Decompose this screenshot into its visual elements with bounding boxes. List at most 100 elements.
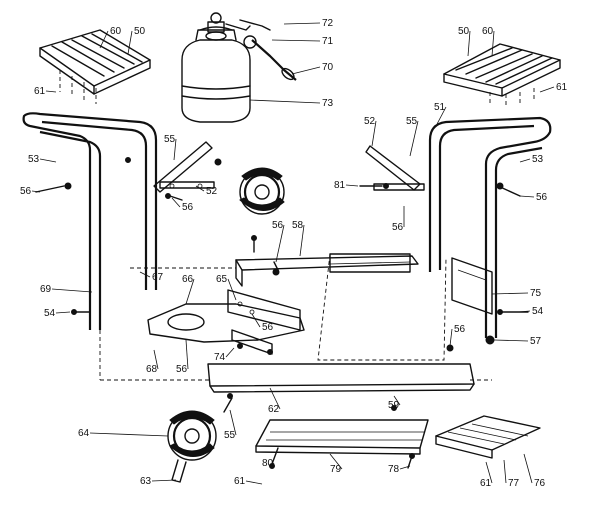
callout-57: 57 [530, 336, 542, 347]
callout-leader-56-lower-right [449, 328, 453, 347]
left-side-shelf [39, 29, 151, 104]
callout-56-right-edge: 56 [536, 192, 548, 203]
callout-leader-62 [269, 387, 281, 410]
callout-55-lower: 55 [224, 430, 236, 441]
callout-60-right: 60 [482, 26, 494, 37]
callout-55-right: 55 [406, 116, 418, 127]
callout-leader-80 [271, 462, 275, 467]
callout-56-center: 56 [272, 220, 284, 231]
callout-65: 65 [216, 274, 228, 285]
callout-50-right: 50 [458, 26, 470, 37]
callout-leader-56-right-edge [519, 195, 535, 198]
callout-leader-50-left [127, 30, 133, 55]
callout-54-right: 54 [532, 306, 544, 317]
callout-leader-61-bottom-right [485, 461, 493, 484]
callout-leader-55-lower [229, 409, 237, 436]
callout-61-bottom-right: 61 [480, 478, 492, 489]
callout-52-left: 52 [206, 186, 218, 197]
callout-leader-63 [151, 479, 177, 482]
callout-leader-70 [291, 66, 321, 75]
callout-leader-56-lower [185, 339, 189, 370]
callout-leader-56-bracket [251, 313, 261, 328]
side-grate-76 [435, 415, 541, 459]
callout-53-right: 53 [532, 154, 544, 165]
callout-leader-74 [225, 347, 235, 358]
callout-leader-60-left [99, 30, 109, 49]
callout-leader-51 [435, 106, 447, 127]
callout-leader-76 [523, 453, 533, 484]
callout-leader-71 [271, 39, 321, 42]
callout-56-upper: 56 [182, 202, 194, 213]
callout-leader-64 [89, 432, 169, 437]
callout-leader-50-right [467, 30, 471, 57]
tank-bracket [147, 289, 305, 355]
side-bracket-75 [451, 257, 493, 315]
callout-leader-69 [51, 288, 93, 293]
bottom-shelf-62 [207, 363, 475, 393]
callout-61-right: 61 [556, 82, 568, 93]
callout-51: 51 [434, 102, 446, 113]
callout-leader-59 [393, 395, 401, 406]
left-cart-frame [22, 112, 158, 380]
callout-leader-77 [503, 459, 507, 484]
callout-56-left: 56 [20, 186, 32, 197]
callout-leader-60-right [491, 30, 495, 57]
callout-60-left: 60 [110, 26, 122, 37]
callout-leader-73 [249, 99, 321, 104]
callout-81: 81 [334, 180, 346, 191]
propane-tank [181, 26, 251, 123]
callout-54-left: 54 [44, 308, 56, 319]
callout-leader-53-left [39, 158, 57, 163]
callout-50-left: 50 [134, 26, 146, 37]
callout-leader-57 [493, 339, 529, 342]
callout-64: 64 [78, 428, 90, 439]
callout-58: 58 [292, 220, 304, 231]
callout-75: 75 [530, 288, 542, 299]
callout-56-lower: 56 [176, 364, 188, 375]
callout-78: 78 [388, 464, 400, 475]
callout-74: 74 [214, 352, 226, 363]
callout-61-bottom: 61 [234, 476, 246, 487]
callout-leader-55-left [173, 138, 177, 161]
callout-leader-81 [345, 184, 359, 187]
callout-leader-56-left [31, 190, 41, 193]
callout-leader-54-right [517, 310, 531, 313]
callout-71: 71 [322, 36, 334, 47]
callout-leader-52-right [371, 120, 377, 147]
callout-leader-78 [399, 465, 411, 470]
callout-56-lower-right: 56 [454, 324, 466, 335]
right-side-shelf [443, 43, 561, 108]
callout-leader-79 [329, 453, 343, 470]
callout-leader-58 [299, 224, 305, 257]
callout-61-left: 61 [34, 86, 46, 97]
right-brace-52 [365, 145, 425, 191]
callout-leader-75 [491, 292, 529, 295]
callout-69: 69 [40, 284, 52, 295]
left-brace-52 [153, 141, 215, 193]
callout-leader-65 [227, 278, 237, 301]
callout-leader-61-bottom [245, 480, 263, 485]
callout-56-right-mid: 56 [392, 222, 404, 233]
callout-68: 68 [146, 364, 158, 375]
callout-leader-61-right [539, 86, 555, 93]
callout-leader-56-center [275, 224, 285, 263]
regulator-hose [239, 19, 297, 81]
upper-wheel [239, 167, 285, 215]
callout-leader-66 [185, 278, 195, 305]
callout-leader-61-left [45, 90, 57, 93]
callout-56-bracket: 56 [262, 322, 274, 333]
callout-79: 79 [330, 464, 342, 475]
callout-55-left: 55 [164, 134, 176, 145]
center-panel-58 [235, 253, 419, 287]
fasteners [35, 157, 529, 469]
callout-76: 76 [534, 478, 546, 489]
callout-leader-55-right [409, 120, 419, 157]
callout-59: 59 [388, 400, 400, 411]
right-cart-frame [428, 116, 552, 338]
callout-77: 77 [508, 478, 520, 489]
callout-66: 66 [182, 274, 194, 285]
callout-62: 62 [268, 404, 280, 415]
callout-67: 67 [152, 272, 164, 283]
